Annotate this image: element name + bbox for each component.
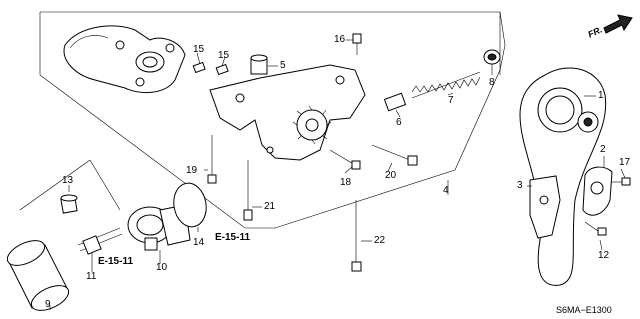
callout-11: 11: [86, 271, 97, 282]
chain-tensioner: [582, 166, 613, 216]
callout-3: 3: [517, 180, 523, 191]
callout-21: 21: [264, 201, 276, 212]
callout-17: 17: [619, 157, 631, 168]
callout-22: 22: [374, 235, 386, 246]
oil-pump-body: [209, 64, 366, 161]
callout-4: 4: [443, 185, 449, 196]
callout-2: 2: [600, 144, 606, 155]
callout-20: 20: [385, 170, 397, 181]
callout-15a: 15: [193, 44, 205, 55]
callout-9: 9: [45, 299, 51, 310]
leader-lines: [49, 39, 626, 310]
relief-valve-set: [383, 49, 501, 112]
front-direction-arrow-icon: [603, 14, 633, 34]
bolts: [207, 135, 418, 272]
diagram-code: S6MA−E1300: [556, 305, 612, 315]
callout-5: 5: [280, 60, 286, 71]
reference-e-15-11-lower[interactable]: E-15-11: [98, 256, 134, 267]
callout-8: 8: [489, 77, 495, 88]
collar: [250, 54, 268, 75]
assembly-outline: [39, 11, 506, 229]
reference-e-15-11-upper[interactable]: E-15-11: [215, 232, 251, 243]
callout-14: 14: [193, 237, 205, 248]
callout-12: 12: [598, 250, 610, 261]
bolt-16: [352, 33, 362, 55]
callout-15b: 15: [218, 50, 230, 61]
callout-6: 6: [396, 117, 402, 128]
callout-7: 7: [448, 95, 454, 106]
bolts-right: [584, 177, 631, 236]
callout-16: 16: [334, 34, 346, 45]
oil-strainer-housing: [63, 25, 186, 93]
lower-components: [6, 159, 207, 311]
callout-13: 13: [62, 175, 74, 186]
dowel-pins: [192, 61, 229, 76]
callout-19: 19: [186, 165, 198, 176]
callout-10: 10: [156, 262, 168, 273]
chain-guide: [529, 175, 561, 239]
callout-1: 1: [598, 90, 604, 101]
callout-18: 18: [340, 177, 352, 188]
